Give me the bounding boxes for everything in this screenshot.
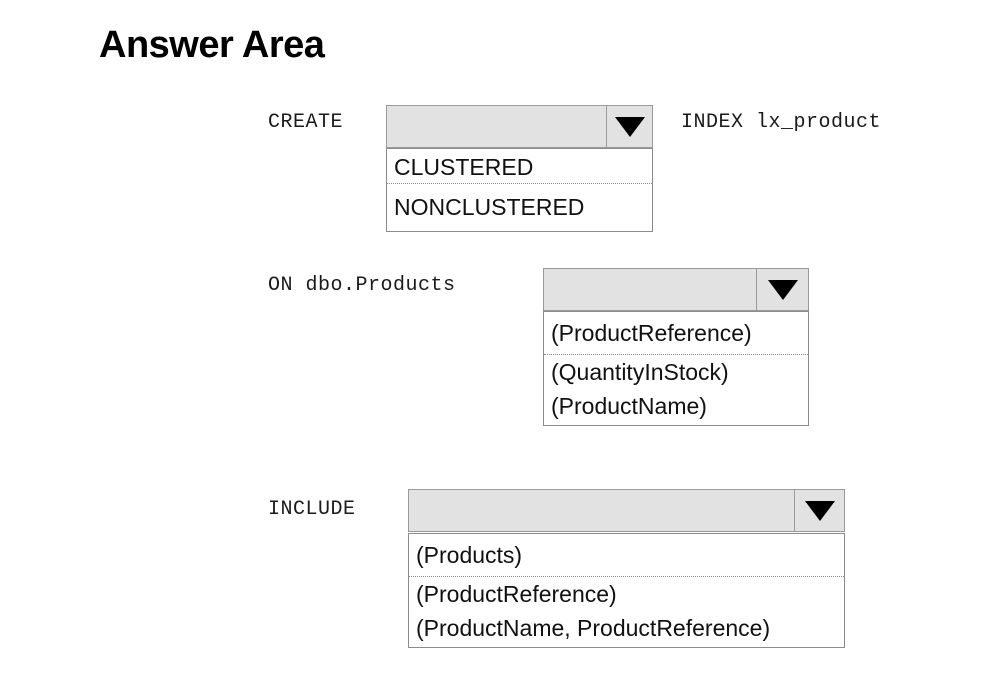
triangle-down-icon	[767, 279, 798, 300]
option-item[interactable]: (ProductReference)	[544, 312, 808, 355]
include-columns-option-list[interactable]: (Products) (ProductReference) (ProductNa…	[408, 533, 845, 648]
key-columns-select-value	[544, 269, 756, 310]
index-type-select[interactable]	[386, 105, 653, 148]
include-columns-dropdown-button[interactable]	[794, 490, 844, 531]
triangle-down-icon	[614, 116, 645, 137]
key-columns-dropdown-button[interactable]	[756, 269, 808, 310]
option-item[interactable]: NONCLUSTERED	[394, 194, 585, 220]
page-title: Answer Area	[99, 24, 325, 66]
index-type-select-value	[387, 106, 606, 147]
triangle-down-icon	[804, 500, 835, 521]
include-columns-select-value	[409, 490, 794, 531]
option-item[interactable]: (Products)	[409, 534, 844, 577]
option-item[interactable]: (ProductName)	[551, 392, 707, 419]
include-columns-select[interactable]	[408, 489, 845, 532]
index-type-option-list[interactable]: CLUSTERED NONCLUSTERED	[386, 148, 653, 232]
include-label: INCLUDE	[268, 498, 356, 521]
option-item[interactable]: (QuantityInStock)	[551, 358, 729, 385]
create-label: CREATE	[268, 111, 344, 134]
index-name-text: INDEX lx_product	[681, 111, 882, 134]
option-item[interactable]: (ProductName, ProductReference)	[416, 614, 771, 641]
key-columns-select[interactable]	[543, 268, 809, 311]
key-columns-option-list[interactable]: (ProductReference) (QuantityInStock) (Pr…	[543, 311, 809, 426]
option-item[interactable]: (ProductReference)	[416, 580, 617, 607]
on-table-label: ON dbo.Products	[268, 274, 456, 297]
index-type-dropdown-button[interactable]	[606, 106, 652, 147]
option-item[interactable]: CLUSTERED	[387, 149, 652, 184]
